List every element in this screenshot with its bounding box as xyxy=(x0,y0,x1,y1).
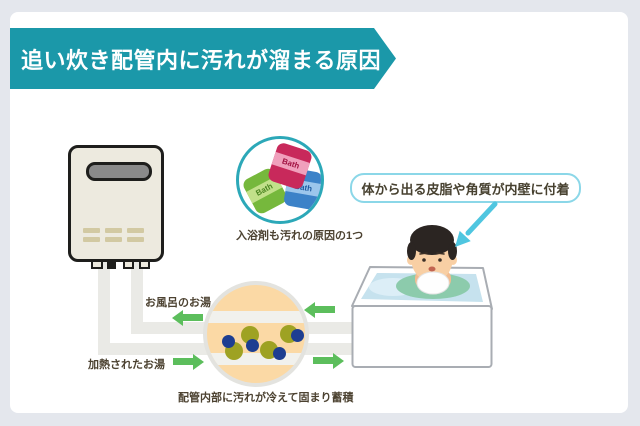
bath-additives-circle: Bath Bath Bath xyxy=(236,136,324,224)
pipe-caption: 配管内部に汚れが冷えて固まり蓄積 xyxy=(178,392,354,404)
person-eye xyxy=(422,258,426,262)
person-eye xyxy=(438,258,442,262)
return-water-label: お風呂のお湯 xyxy=(145,297,211,309)
water-heater-icon xyxy=(68,145,164,262)
heater-vent-slot xyxy=(86,162,152,181)
bathtub-front xyxy=(351,305,493,368)
flow-arrow-right-icon xyxy=(173,358,193,365)
pipe-interior-magnifier xyxy=(203,281,309,387)
dirt-particle-navy xyxy=(291,329,304,342)
pipe-return-vertical xyxy=(131,262,143,334)
dirt-particle-navy xyxy=(222,335,235,348)
pipe-supply-vertical xyxy=(98,262,110,355)
title-banner: 追い炊き配管内に汚れが溜まる原因 xyxy=(10,28,396,89)
pipe-wall-bottom xyxy=(207,353,305,365)
towel-puff xyxy=(416,271,450,295)
bath-additive-caption: 入浴剤も汚れの原因の1つ xyxy=(236,230,364,242)
pipe-wall-top xyxy=(207,311,305,323)
person-mouth xyxy=(428,266,436,272)
flow-arrow-right-icon xyxy=(313,357,333,364)
pointer-arrow-icon xyxy=(455,201,498,247)
dirt-particle-navy xyxy=(246,339,259,352)
dirt-particle-navy xyxy=(273,347,286,360)
heater-vent-grid xyxy=(83,228,149,242)
bathtub-illustration xyxy=(351,225,493,368)
flow-arrow-left-icon xyxy=(183,314,203,321)
bath-packet-label: Bath xyxy=(271,151,310,176)
page-title: 追い炊き配管内に汚れが溜まる原因 xyxy=(21,47,382,73)
sebum-callout: 体から出る皮脂や角質が内壁に付着 xyxy=(350,173,581,203)
supply-water-label: 加熱されたお湯 xyxy=(88,359,165,371)
sebum-callout-text: 体から出る皮脂や角質が内壁に付着 xyxy=(361,181,570,197)
flow-arrow-left-icon xyxy=(315,306,335,313)
person-hair xyxy=(410,225,454,255)
bathing-person xyxy=(407,225,457,295)
